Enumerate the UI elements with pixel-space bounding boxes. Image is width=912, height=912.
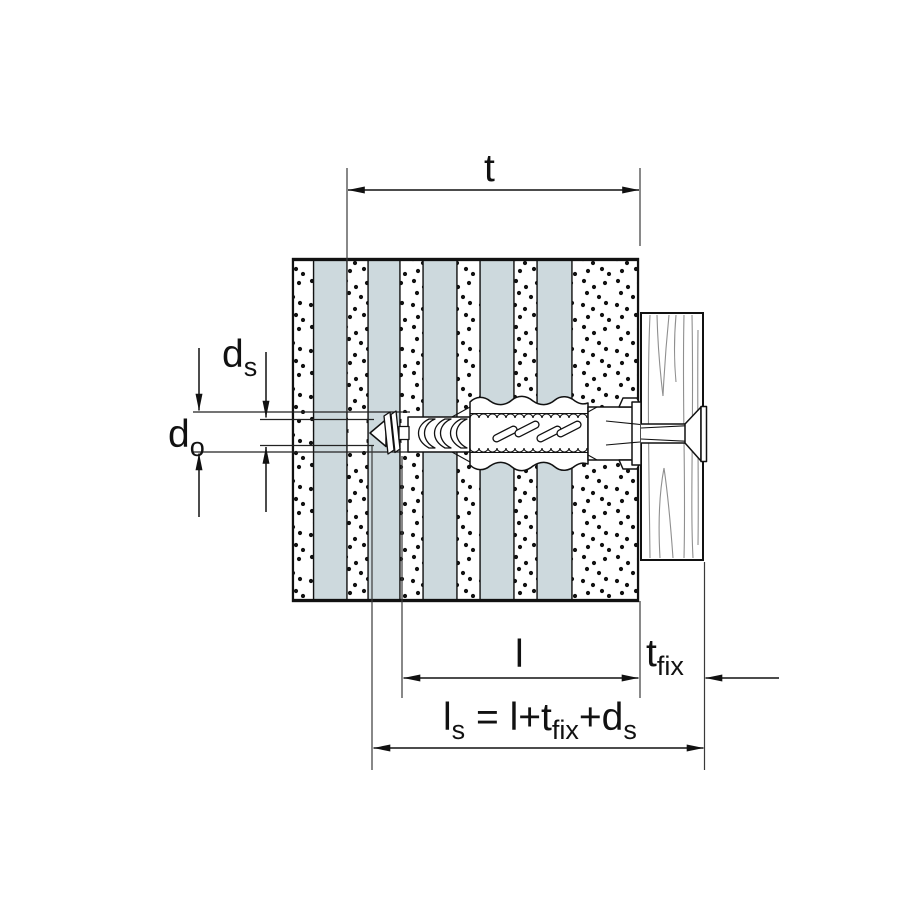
- dimension-tfix: tfix: [646, 632, 779, 682]
- wall-plug: [407, 395, 642, 472]
- screw-tip-flange: [383, 411, 395, 455]
- t-label: t: [484, 147, 495, 190]
- screw-head-face: [700, 405, 708, 463]
- plug-taper-line: [451, 406, 471, 418]
- screw-neck: [398, 425, 410, 441]
- wall-void-stripe: [312, 259, 348, 601]
- screw-shank: [640, 423, 686, 444]
- plug-thread-channel: [469, 412, 588, 454]
- screw-tip-flange: [390, 410, 401, 454]
- plug-expansion-slots: [492, 420, 582, 443]
- plug-taper-line: [451, 451, 471, 463]
- plug-expansion-body: [469, 395, 589, 472]
- plug-rim: [631, 401, 642, 466]
- wall-web-stripe: [292, 259, 315, 601]
- dimension-do: do: [168, 348, 205, 517]
- plug-barbs: [417, 418, 468, 449]
- l-label: l: [515, 633, 524, 676]
- do-label: do: [168, 413, 205, 462]
- ds-label: ds: [222, 333, 257, 382]
- screw: [369, 405, 708, 463]
- tfix-label: tfix: [646, 632, 684, 681]
- dimension-ds: ds: [222, 333, 270, 512]
- ls-formula-label: ls = l+tfix+ds: [443, 696, 637, 745]
- dimension-t: t: [346, 147, 641, 412]
- wall-web-stripes: [292, 259, 639, 601]
- plug-collar: [587, 397, 642, 470]
- hole-segment: [348, 413, 367, 451]
- dimension-ls: ls = l+tfix+ds: [371, 446, 706, 770]
- screw-shank-fill: [641, 424, 685, 443]
- dimension-l: l: [401, 456, 641, 698]
